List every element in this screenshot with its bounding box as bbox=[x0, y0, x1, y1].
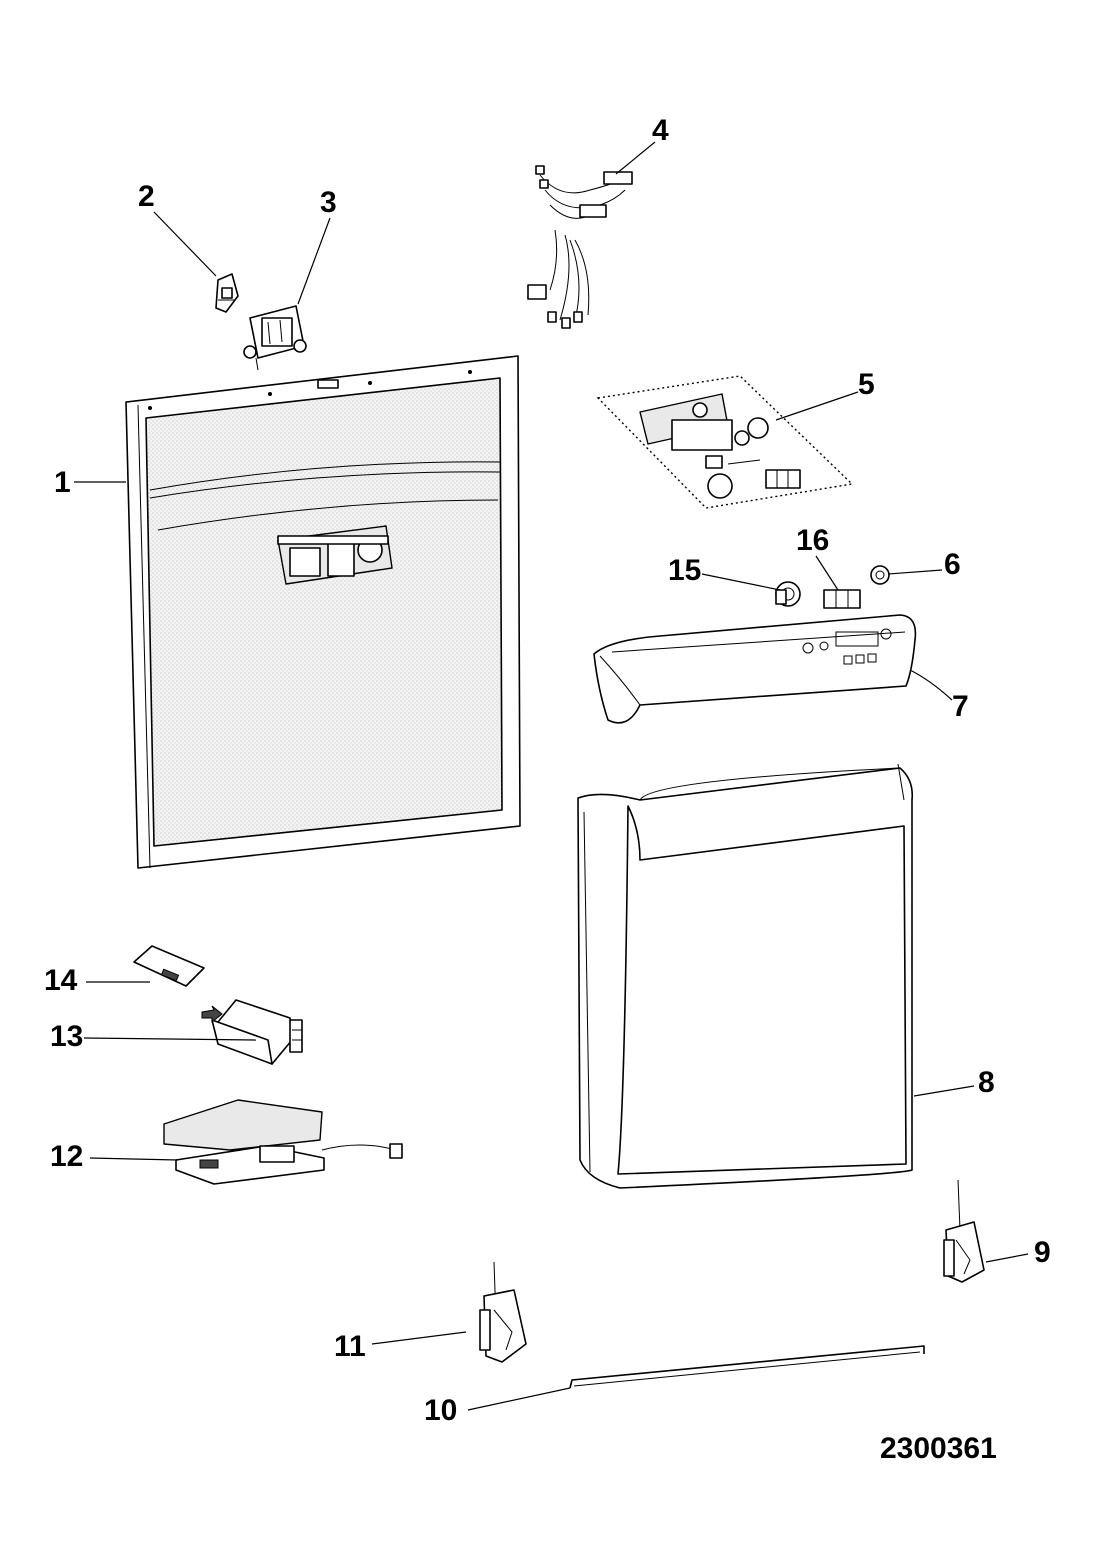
callout-13: 13 bbox=[50, 1020, 83, 1053]
part-10-rod[interactable] bbox=[569, 1345, 925, 1389]
part-11-hinge-left[interactable] bbox=[479, 1261, 527, 1363]
part-14-label-sticker[interactable] bbox=[133, 945, 223, 1024]
part-7-control-panel[interactable] bbox=[593, 614, 917, 724]
callout-9: 9 bbox=[1034, 1236, 1051, 1269]
detergent-dispenser bbox=[277, 525, 393, 585]
callout-11: 11 bbox=[334, 1330, 366, 1363]
part-4-wiring-harness[interactable] bbox=[527, 165, 633, 329]
callout-4: 4 bbox=[652, 114, 669, 147]
callout-16: 16 bbox=[796, 524, 829, 557]
part-16-push-buttons[interactable] bbox=[823, 589, 861, 609]
callout-6: 6 bbox=[944, 548, 961, 581]
part-3-door-lock[interactable] bbox=[243, 305, 307, 371]
part-15-knob[interactable] bbox=[775, 581, 801, 607]
callout-2: 2 bbox=[138, 180, 155, 213]
part-6-small-knob[interactable] bbox=[870, 565, 890, 585]
part-2-latch-clip[interactable] bbox=[215, 273, 239, 313]
callout-labels: 1 2 3 4 5 6 7 8 9 10 11 12 13 14 15 16 bbox=[44, 114, 1051, 1427]
part-13-relay-box[interactable] bbox=[211, 999, 303, 1065]
part-8-outer-door[interactable] bbox=[577, 763, 914, 1189]
callout-7: 7 bbox=[952, 690, 969, 723]
leader-lines bbox=[74, 141, 1029, 1411]
callout-1: 1 bbox=[54, 466, 71, 499]
callout-14: 14 bbox=[44, 964, 78, 997]
document-number: 2300361 bbox=[880, 1432, 997, 1465]
callout-3: 3 bbox=[320, 186, 337, 219]
part-9-hinge-right[interactable] bbox=[943, 1179, 985, 1283]
callout-5: 5 bbox=[858, 368, 875, 401]
part-12-control-module[interactable] bbox=[163, 1099, 403, 1185]
part-5-control-board-kit[interactable] bbox=[596, 375, 854, 509]
callout-8: 8 bbox=[978, 1066, 995, 1099]
callout-15: 15 bbox=[668, 554, 701, 587]
callout-12: 12 bbox=[50, 1140, 83, 1173]
callout-10: 10 bbox=[424, 1394, 457, 1427]
part-1-inner-door[interactable] bbox=[125, 355, 521, 869]
